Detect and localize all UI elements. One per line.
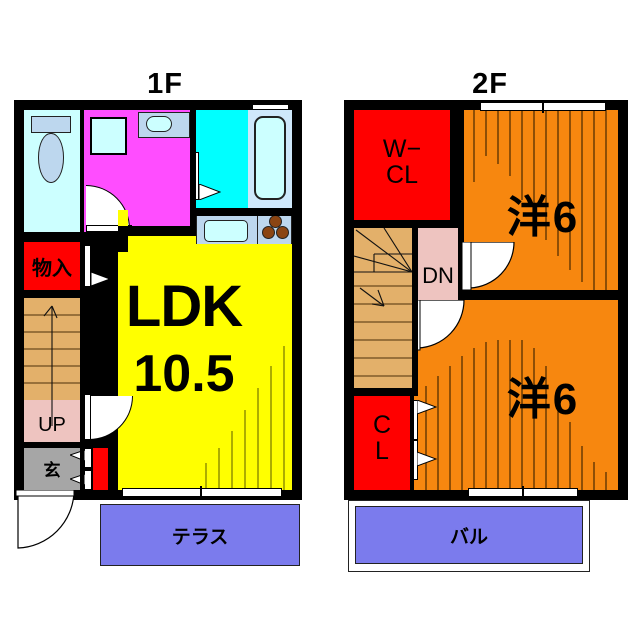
storage-door-leaf bbox=[84, 245, 91, 287]
bath-window-icon bbox=[252, 104, 289, 110]
stairs-direction-line bbox=[51, 400, 53, 426]
wall-stairs-right bbox=[412, 228, 418, 390]
wall-ldk-west-lower bbox=[108, 436, 118, 490]
floor-2f-title: 2F bbox=[472, 68, 508, 100]
up-label-box: UP bbox=[24, 408, 80, 442]
wall-between-toilet-washroom bbox=[80, 110, 84, 232]
cl-label-line1: C bbox=[372, 411, 392, 439]
dn-label-box: DN bbox=[414, 258, 462, 294]
cl-label-line2: L bbox=[375, 437, 389, 466]
ldk-window-mullion bbox=[200, 486, 202, 499]
entrance-label-box: 玄 bbox=[24, 446, 80, 490]
toilet-tank-icon bbox=[31, 116, 71, 133]
north-room-window-mullion bbox=[542, 100, 544, 113]
ldk-door-leaf bbox=[84, 394, 91, 440]
south-room-tatami-hatch bbox=[425, 340, 607, 490]
south-room-type-label: 洋 bbox=[506, 375, 551, 424]
room-storage bbox=[24, 242, 80, 290]
south-window-mullion bbox=[522, 486, 524, 499]
ldk-label: LDK bbox=[125, 274, 243, 339]
toilet-bowl-icon bbox=[38, 133, 64, 183]
south-room-size-label: 6 bbox=[552, 375, 578, 424]
ldk-floor-hatch bbox=[205, 346, 285, 490]
terrace-label-box: テラス bbox=[100, 504, 300, 566]
stairs-tread-lines bbox=[24, 305, 80, 400]
counter-divider bbox=[257, 214, 258, 248]
wall-toilet-bottom bbox=[24, 232, 118, 242]
storage-door-arrow-icon bbox=[91, 272, 111, 286]
room-ldk-north-strip bbox=[128, 236, 196, 250]
ldk-size-label: 10.5 bbox=[133, 345, 235, 403]
floor-1f-title: 1F bbox=[147, 68, 183, 100]
wall-north-room-south bbox=[458, 290, 618, 300]
wcl-label-line1: W− bbox=[382, 135, 422, 163]
entrance-door-swing bbox=[15, 490, 75, 549]
room-closet bbox=[354, 396, 410, 490]
ldk-terrace-window bbox=[122, 488, 282, 497]
kitchen-sink-icon bbox=[204, 220, 248, 242]
terrace bbox=[100, 504, 300, 566]
wall-bath-bottom bbox=[190, 208, 292, 216]
wall-hall-right bbox=[80, 232, 84, 490]
balcony-label: バル bbox=[449, 526, 488, 548]
room-entrance bbox=[24, 446, 80, 490]
stove-burner-icon bbox=[276, 226, 289, 239]
stove-burner-icon bbox=[262, 226, 275, 239]
shoe-box-door-leaf bbox=[84, 448, 92, 468]
floor-1f-plan: LDK 10.5 物入 bbox=[14, 100, 302, 500]
north-room-type-label: 洋 bbox=[506, 193, 551, 242]
wall-wcl-bottom bbox=[354, 220, 464, 228]
wall-storage-bottom bbox=[24, 290, 118, 298]
balcony bbox=[355, 506, 583, 564]
stairs-2f-lines bbox=[354, 228, 412, 377]
wall-ldk-north bbox=[128, 226, 196, 236]
north-room-size-label: 6 bbox=[552, 193, 578, 242]
stairs-2f bbox=[354, 228, 412, 388]
wall-closet-right bbox=[410, 396, 414, 490]
bathtub-icon bbox=[254, 116, 286, 200]
wcl-label-line2: CL bbox=[386, 161, 418, 190]
wall-stairs-bottom bbox=[354, 388, 418, 396]
wall-ldk-west bbox=[108, 248, 118, 396]
wash-basin-icon bbox=[146, 116, 172, 132]
bath-door-arrow-icon bbox=[199, 184, 221, 200]
balcony-label-box: バル bbox=[355, 506, 583, 564]
entrance-label: 玄 bbox=[43, 460, 61, 480]
storage-label: 物入 bbox=[32, 257, 72, 280]
cl-label: C L bbox=[354, 412, 410, 465]
wall-ldk-west-upper bbox=[118, 226, 128, 252]
shoe-box-door-leaf bbox=[84, 470, 92, 490]
storage-label-box: 物入 bbox=[24, 242, 80, 290]
dn-label: DN bbox=[422, 263, 454, 288]
terrace-label: テラス bbox=[171, 526, 229, 548]
south-room-door-swing bbox=[412, 300, 465, 351]
cl-door-arrow-icon bbox=[417, 452, 437, 466]
wall-wcl-right bbox=[450, 110, 464, 220]
cl-door-arrow-icon bbox=[417, 400, 437, 414]
wcl-label: W− CL bbox=[354, 136, 450, 189]
north-room-door-swing bbox=[462, 242, 515, 291]
washing-machine-icon bbox=[90, 117, 127, 155]
north-room-tatami-hatch bbox=[473, 110, 607, 290]
wall-landing-entrance bbox=[24, 442, 118, 448]
room-ldk-kitchen-strip bbox=[196, 244, 292, 252]
wall-washroom-bath bbox=[190, 110, 196, 210]
up-label: UP bbox=[38, 413, 66, 436]
room-walk-in-closet bbox=[354, 110, 450, 220]
room-ldk bbox=[118, 248, 292, 490]
